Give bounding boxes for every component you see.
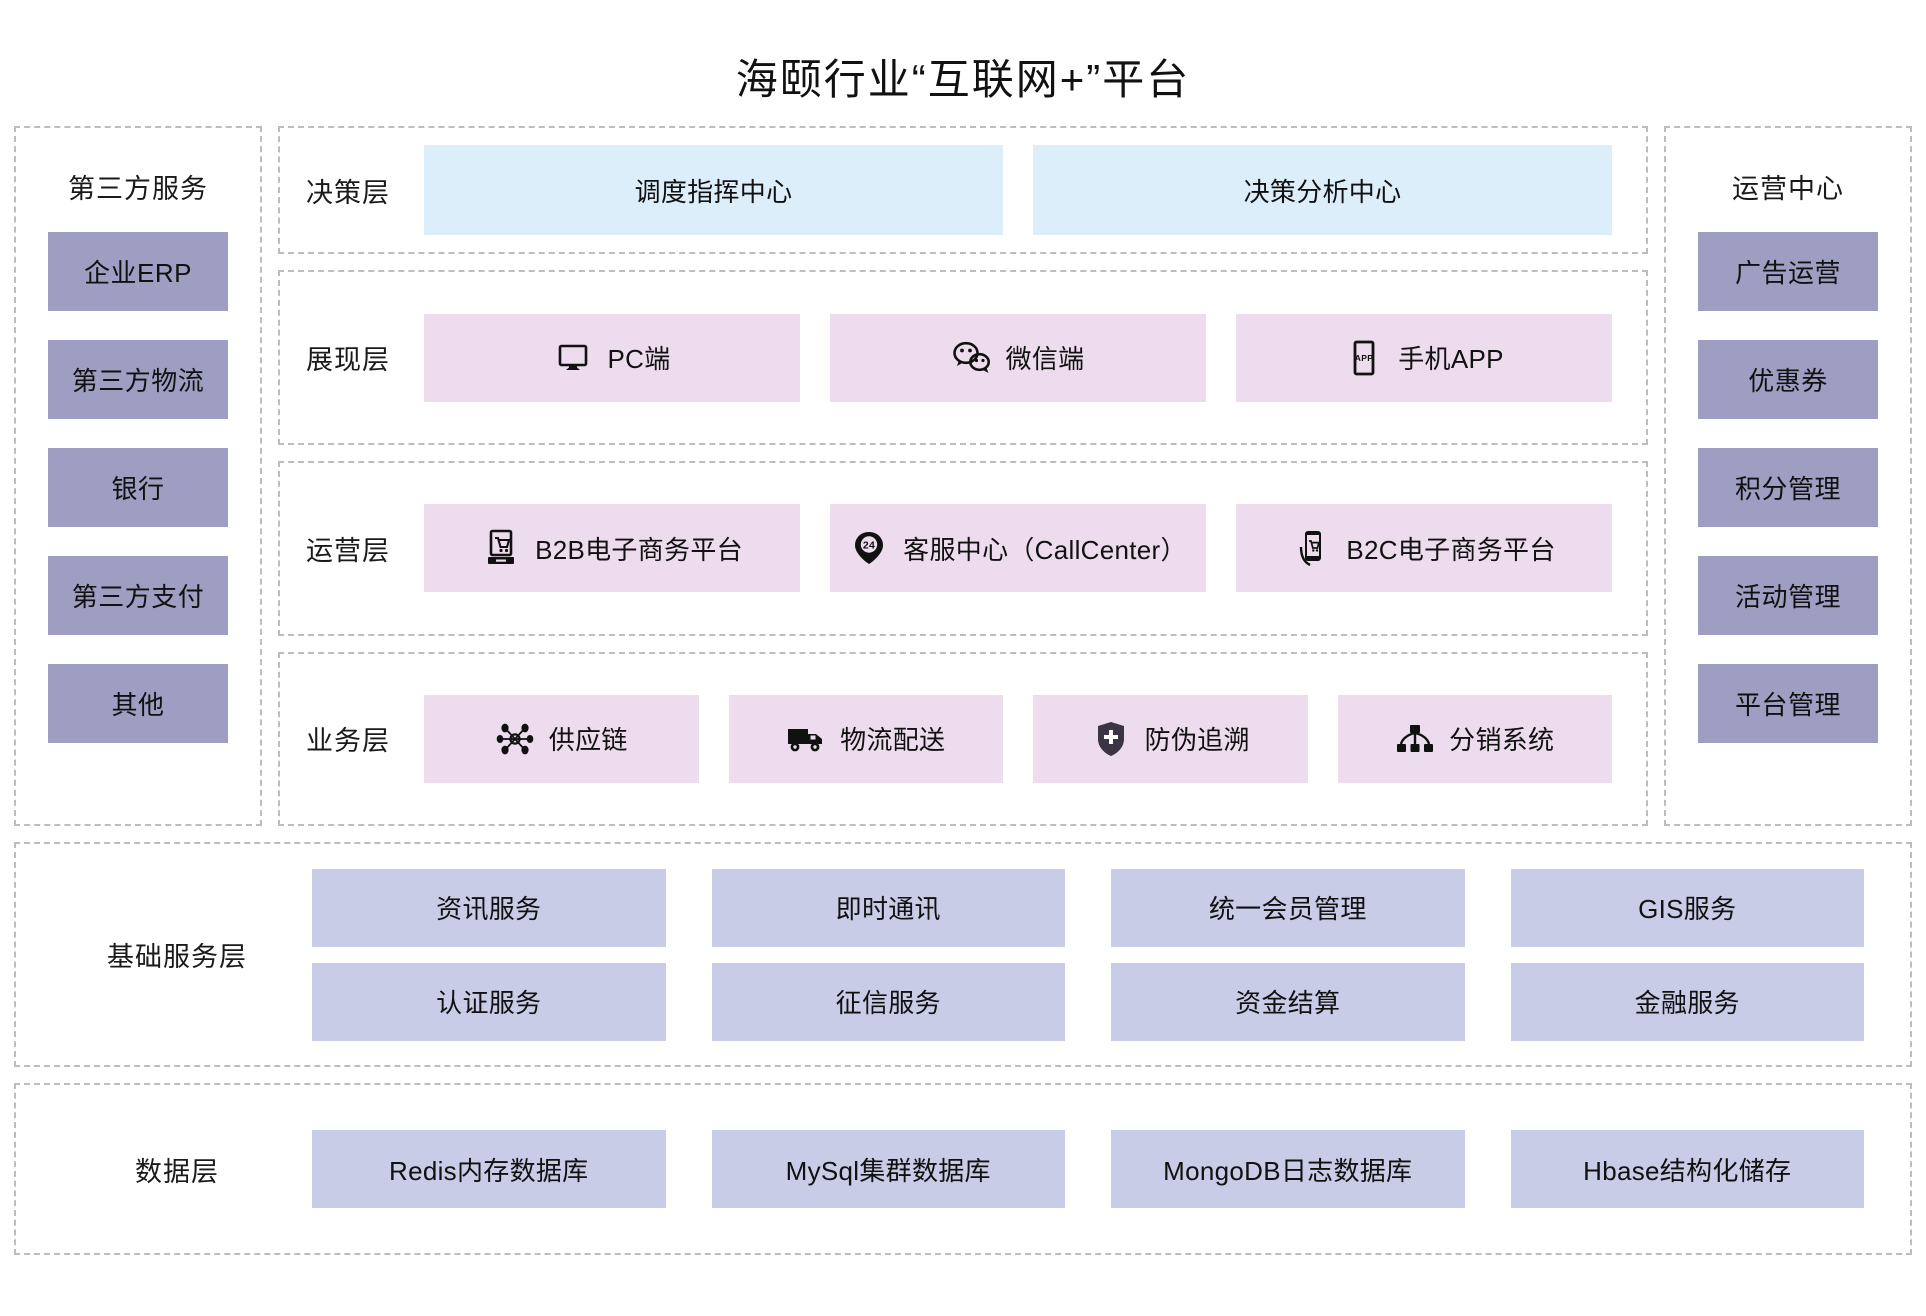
sidebar-item-coupon[interactable]: 优惠券 [1698,340,1878,420]
data-layer-row-1: Redis内存数据库 MySql集群数据库 MongoDB日志数据库 Hbase… [312,1130,1864,1209]
layer-presentation-items: PC端 [424,313,1612,402]
cell-fund-settlement[interactable]: 资金结算 [1111,962,1465,1041]
cell-logistics-delivery[interactable]: 物流配送 [728,694,1003,783]
cell-unified-member-management[interactable]: 统一会员管理 [1111,868,1465,947]
cell-hbase-structured-storage[interactable]: Hbase结构化储存 [1510,1130,1864,1209]
cell-authentication-service[interactable]: 认证服务 [312,962,666,1041]
cell-supply-chain[interactable]: 供应链 [424,694,699,783]
base-service-row-1: 资讯服务 即时通讯 统一会员管理 GIS服务 [312,868,1864,947]
page-title: 海颐行业“互联网+”平台 [735,56,1191,104]
cell-financial-service[interactable]: 金融服务 [1510,962,1864,1041]
sidebar-item-third-party-payment[interactable]: 第三方支付 [48,556,228,636]
sidebar-item-activity-management[interactable]: 活动管理 [1698,556,1878,636]
layer-operation: 运营层 B2B电子 [278,460,1648,636]
cell-mysql-cluster-database[interactable]: MySql集群数据库 [711,1130,1065,1209]
cell-instant-messaging[interactable]: 即时通讯 [711,868,1065,947]
hierarchy-icon [1395,719,1435,759]
cell-label: 微信端 [1005,344,1085,375]
layer-operation-label: 运营层 [306,535,390,566]
sidebar-item-enterprise-erp[interactable]: 企业ERP [48,232,228,312]
cell-label: 物流配送 [840,725,946,756]
cell-label: 决策分析中心 [1243,176,1402,207]
cell-label: B2B电子商务平台 [535,534,743,565]
layer-business-items: 供应链 [424,694,1612,783]
cell-label: 供应链 [548,725,628,756]
sidebar-item-points-management[interactable]: 积分管理 [1698,448,1878,528]
cell-label: 分销系统 [1449,725,1555,756]
cell-gis-service[interactable]: GIS服务 [1510,868,1864,947]
data-layer-grid: Redis内存数据库 MySql集群数据库 MongoDB日志数据库 Hbase… [312,1130,1884,1209]
cell-label: 客服中心（CallCenter） [903,534,1187,565]
layer-operation-items: B2B电子商务平台 24 客服中心（CallCenter） [424,504,1612,593]
cell-label: PC端 [607,344,671,375]
sidebar-item-bank[interactable]: 银行 [48,448,228,528]
layer-decision-label: 决策层 [306,177,390,208]
cell-distribution-system[interactable]: 分销系统 [1337,694,1612,783]
sidebar-item-platform-management[interactable]: 平台管理 [1698,664,1878,744]
base-service-row-2: 认证服务 征信服务 资金结算 金融服务 [312,962,1864,1041]
cell-anti-counterfeit-traceability[interactable]: 防伪追溯 [1033,694,1308,783]
left-sidebar-third-party-services: 第三方服务 企业ERP 第三方物流 银行 第三方支付 其他 [14,126,262,827]
truck-icon [786,719,826,759]
cell-mobile-app[interactable]: APP 手机APP [1236,313,1612,402]
cell-mongodb-log-database[interactable]: MongoDB日志数据库 [1111,1130,1465,1209]
layer-base-service: 基础服务层 资讯服务 即时通讯 统一会员管理 GIS服务 认证服务 征信服务 资… [14,842,1912,1068]
base-service-grid: 资讯服务 即时通讯 统一会员管理 GIS服务 认证服务 征信服务 资金结算 金融… [312,868,1884,1041]
diagram-canvas: 第三方服务 企业ERP 第三方物流 银行 第三方支付 其他 决策层 调度指挥中心… [0,126,1926,1316]
right-sidebar-title: 运营中心 [1732,174,1844,205]
right-sidebar-operation-center: 运营中心 广告运营 优惠券 积分管理 活动管理 平台管理 [1664,126,1912,827]
left-sidebar-title: 第三方服务 [68,174,208,205]
cell-customer-service-center[interactable]: 24 客服中心（CallCenter） [830,504,1206,593]
svg-text:APP: APP [1355,353,1373,363]
shield-icon [1091,719,1131,759]
cell-pc-client[interactable]: PC端 [424,313,800,402]
mobile-app-icon: APP [1344,338,1384,378]
cell-b2b-ecommerce-platform[interactable]: B2B电子商务平台 [424,504,800,593]
cell-label: 调度指挥中心 [634,176,793,207]
shopping-cart-desktop-icon [481,528,521,568]
layer-presentation-label: 展现层 [306,345,390,376]
cell-credit-service[interactable]: 征信服务 [711,962,1065,1041]
cell-wechat-client[interactable]: 微信端 [830,313,1206,402]
sidebar-item-third-party-logistics[interactable]: 第三方物流 [48,340,228,420]
layer-base-service-label: 基础服务层 [107,942,247,973]
cell-decision-analysis-center[interactable]: 决策分析中心 [1033,145,1612,236]
center-layers: 决策层 调度指挥中心 决策分析中心 展现层 [278,126,1648,827]
layer-decision: 决策层 调度指挥中心 决策分析中心 [278,126,1648,255]
cell-redis-memory-database[interactable]: Redis内存数据库 [312,1130,666,1209]
sidebar-item-other[interactable]: 其他 [48,664,228,744]
layer-business-label: 业务层 [306,726,390,757]
cell-dispatch-command-center[interactable]: 调度指挥中心 [424,145,1003,236]
cell-label: 手机APP [1398,344,1504,375]
monitor-icon [553,338,593,378]
layer-decision-items: 调度指挥中心 决策分析中心 [424,145,1612,236]
cell-label: 防伪追溯 [1144,725,1250,756]
layer-presentation: 展现层 PC端 [278,270,1648,445]
cell-label: B2C电子商务平台 [1346,534,1556,565]
cell-news-service[interactable]: 资讯服务 [312,868,666,947]
layer-data: 数据层 Redis内存数据库 MySql集群数据库 MongoDB日志数据库 H… [14,1083,1912,1256]
phone-24h-icon: 24 [849,528,889,568]
top-region: 第三方服务 企业ERP 第三方物流 银行 第三方支付 其他 决策层 调度指挥中心… [14,126,1912,827]
layer-business: 业务层 [278,651,1648,827]
mobile-shopping-icon [1292,528,1332,568]
network-nodes-icon [495,719,535,759]
layer-data-label: 数据层 [135,1156,219,1187]
sidebar-item-ad-operation[interactable]: 广告运营 [1698,232,1878,312]
svg-text:24: 24 [863,540,875,552]
wechat-icon [952,338,992,378]
cell-b2c-ecommerce-platform[interactable]: B2C电子商务平台 [1236,504,1612,593]
